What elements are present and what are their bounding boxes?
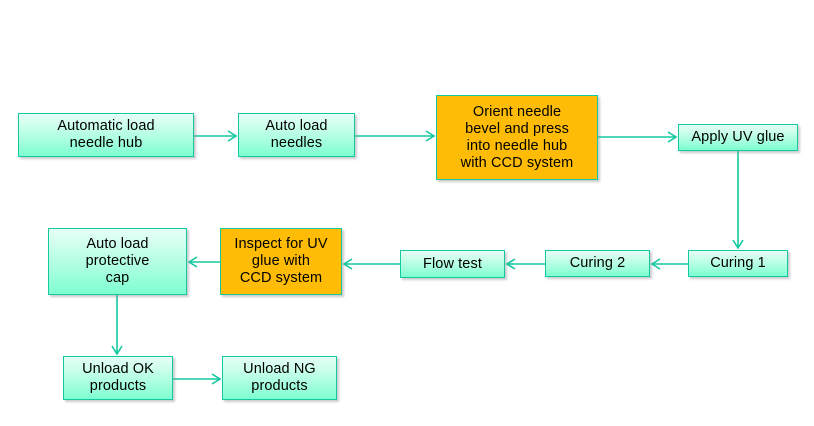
node-label: Auto load needles: [265, 118, 328, 151]
arrowhead-icon: [227, 130, 238, 142]
node-label: Inspect for UV glue with CCD system: [234, 236, 328, 286]
node-auto-load-protective-cap[interactable]: Auto load protective cap: [48, 228, 187, 295]
connector-edge-flowtest-to-inspect: [342, 258, 400, 270]
node-curing-2[interactable]: Curing 2: [545, 250, 650, 277]
arrowhead-icon: [425, 130, 436, 142]
node-label: Auto load protective cap: [85, 236, 150, 286]
node-label: Apply UV glue: [691, 129, 785, 145]
arrowhead-icon: [111, 345, 123, 356]
arrowhead-icon: [342, 258, 353, 270]
node-orient-needle-bevel[interactable]: Orient needle bevel and press into needl…: [436, 95, 598, 180]
connector-edge-cap-to-unloadok: [111, 295, 123, 356]
connector-edge-glue-to-curing1: [732, 151, 744, 250]
connector-edge-curing1-to-curing2: [650, 258, 688, 270]
node-label: Orient needle bevel and press into needl…: [460, 103, 574, 171]
node-inspect-for-uv-glue[interactable]: Inspect for UV glue with CCD system: [220, 228, 342, 295]
connector-edge-orient-to-glue: [598, 131, 678, 143]
arrowhead-icon: [667, 131, 678, 143]
connector-edge-hub-to-needles: [194, 130, 238, 142]
node-label: Unload OK products: [82, 361, 154, 394]
node-auto-load-needles[interactable]: Auto load needles: [238, 113, 355, 157]
node-label: Flow test: [423, 255, 482, 272]
arrowhead-icon: [732, 239, 744, 250]
node-label: Curing 1: [710, 255, 766, 271]
node-automatic-load-needle-hub[interactable]: Automatic load needle hub: [18, 113, 194, 157]
node-unload-ok-products[interactable]: Unload OK products: [63, 356, 173, 400]
node-curing-1[interactable]: Curing 1: [688, 250, 788, 277]
arrowhead-icon: [505, 258, 516, 270]
node-flow-test[interactable]: Flow test: [400, 250, 505, 278]
connector-edge-needles-to-orient: [355, 130, 436, 142]
arrowhead-icon: [650, 258, 661, 270]
arrowhead-icon: [211, 373, 222, 385]
node-label: Unload NG products: [243, 361, 316, 394]
arrowhead-icon: [187, 256, 198, 268]
node-label: Curing 2: [569, 255, 626, 271]
node-label: Automatic load needle hub: [57, 118, 155, 151]
node-unload-ng-products[interactable]: Unload NG products: [222, 356, 337, 400]
connector-edge-unloadok-to-unloadng: [173, 373, 222, 385]
connector-edge-inspect-to-cap: [187, 256, 220, 268]
connector-edge-curing2-to-flowtest: [505, 258, 545, 270]
node-apply-uv-glue[interactable]: Apply UV glue: [678, 124, 798, 151]
